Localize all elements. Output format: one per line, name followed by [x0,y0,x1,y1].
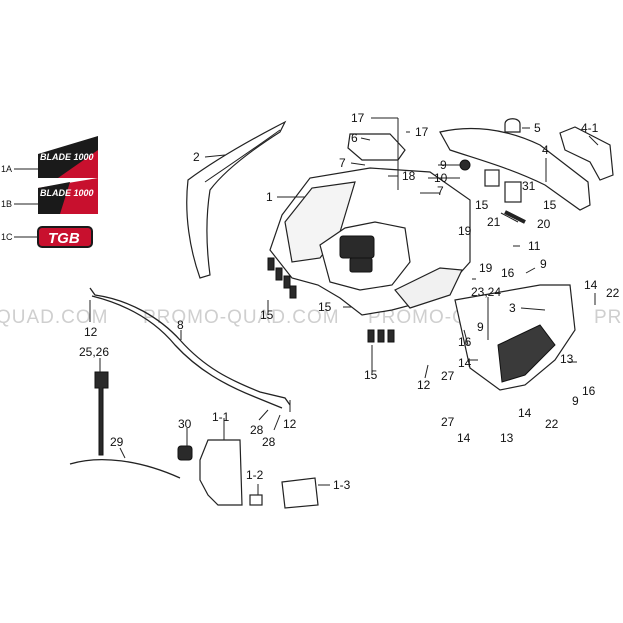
callout-7a: 7 [339,156,346,170]
callout-31: 31 [522,179,536,193]
callout-12c: 12 [283,417,297,431]
callout-12a: 12 [84,325,98,339]
callout-4: 4 [542,143,549,157]
callout-27a: 27 [441,369,455,383]
decal-1c-text: TGB [48,230,80,247]
callout-15b: 15 [543,198,557,212]
leader-lines [89,117,599,495]
callout-15a: 15 [475,198,489,212]
callout-16c: 16 [582,384,596,398]
part-30-connector [177,445,193,461]
callout-7b: 7 [437,184,444,198]
callout-1: 1 [266,190,273,204]
callout-13a: 13 [560,352,574,366]
callout-11: 11 [528,239,541,253]
callout-29: 29 [110,435,124,449]
part-31-bracket [504,181,522,203]
callout-30: 30 [178,417,192,431]
part-25-26-strap [94,371,109,456]
callout-22a: 22 [606,286,620,300]
part-4-1-insert [559,126,614,181]
decal-1a-text: BLADE 1000 [40,152,94,162]
watermark-middle: PROMO-QUAD.COM [143,307,340,328]
part-8-harness [89,287,291,406]
part-1-3-label [281,477,319,509]
callout-18: 18 [402,169,416,183]
callout-15e: 15 [364,368,378,382]
callout-14a: 14 [584,278,598,292]
decal-1b: BLADE 1000 [38,178,98,214]
decal-code-1c: 1C [1,232,13,242]
part-1-2-sticker [249,494,263,506]
callout-1-3: 1-3 [333,478,351,492]
fasteners-15-bottom [367,329,395,343]
callout-25-26: 25,26 [79,345,109,359]
callout-15c: 15 [260,308,274,322]
callout-21: 21 [487,215,501,229]
callout-28b: 28 [262,435,276,449]
callouts: 17 17 6 7 7 18 1 2 5 4-1 4 9 10 31 15 15… [79,111,620,492]
part-15-clip [484,169,500,187]
callout-3: 3 [509,301,516,315]
watermark-left: QUAD.COM [0,307,109,328]
callout-9b: 9 [540,257,547,271]
part-29-cable [69,459,181,479]
callout-8: 8 [177,318,184,332]
callout-19a: 19 [458,224,472,238]
decal-1c: TGB [37,226,93,248]
callout-14b: 14 [458,356,472,370]
callout-9d: 9 [572,394,579,408]
part-1-rear-fender [269,167,471,316]
callout-12b: 12 [417,378,431,392]
callout-19b: 19 [479,261,493,275]
callout-9c: 9 [477,320,484,334]
watermark-edge: PR [594,307,622,328]
part-2-side-panel [186,120,287,279]
fasteners-15-left [267,257,297,299]
part-20-pin [504,210,526,224]
callout-6: 6 [351,131,358,145]
callout-17b: 17 [415,125,429,139]
part-4-rear-bar [439,127,591,211]
callout-15d: 15 [318,300,332,314]
callout-16b: 16 [458,335,472,349]
decal-1b-text: BLADE 1000 [40,188,94,198]
callout-4-1: 4-1 [581,121,599,135]
callout-1-2: 1-2 [246,468,264,482]
callout-5: 5 [534,121,541,135]
callout-22b: 22 [545,417,559,431]
callout-20: 20 [537,217,551,231]
decal-code-1a: 1A [1,164,12,174]
part-5-cap [504,118,521,133]
callout-14c: 14 [518,406,532,420]
callout-27b: 27 [441,415,455,429]
decal-code-1b: 1B [1,199,12,209]
callout-23-24: 23,24 [471,285,501,299]
callout-16a: 16 [501,266,515,280]
callout-10: 10 [434,171,448,185]
callout-2: 2 [193,150,200,164]
callout-14d: 14 [457,431,471,445]
callout-13b: 13 [500,431,514,445]
callout-17a: 17 [351,111,365,125]
decal-1a: BLADE 1000 [38,136,98,178]
callout-9a: 9 [440,158,447,172]
callout-28a: 28 [250,423,264,437]
callout-1-1: 1-1 [212,410,230,424]
part-1-1-plate [199,439,243,506]
